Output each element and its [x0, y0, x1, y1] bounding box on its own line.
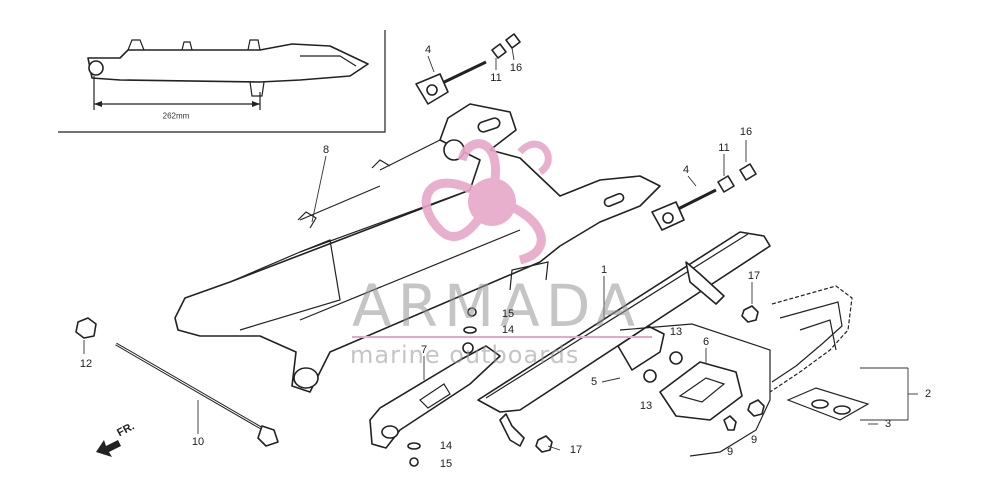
callout-3: 3 [884, 418, 892, 430]
front-arrow-icon [96, 440, 121, 457]
watermark-underline [352, 336, 652, 338]
master-link [786, 387, 870, 421]
small-hardware [407, 305, 765, 467]
callout-14-lower: 14 [439, 440, 453, 452]
bracket-5 [617, 325, 665, 371]
callout-10: 10 [191, 436, 205, 448]
callout-17-upper: 17 [747, 270, 761, 282]
callout-9-lower: 9 [726, 446, 734, 458]
bracket-frame-9 [619, 323, 771, 457]
adjuster-bolt-upper [415, 33, 521, 105]
chain-guide [659, 361, 743, 421]
callout-13-upper: 13 [669, 326, 683, 338]
inset-dimension-label: 262mm [162, 111, 190, 121]
pivot-bolt [115, 342, 279, 447]
callout-15-upper: 15 [501, 308, 515, 320]
callout-13-lower: 13 [639, 400, 653, 412]
watermark-brand: ARMADA [352, 272, 642, 340]
callout-8: 8 [322, 144, 330, 156]
callout-15-lower: 15 [439, 458, 453, 470]
callout-16-lower: 16 [739, 126, 753, 138]
callout-12: 12 [79, 358, 93, 370]
callout-9-upper: 9 [750, 434, 758, 446]
callout-11-upper: 11 [490, 72, 502, 84]
propeller-logo-icon [421, 139, 552, 265]
callout-5: 5 [590, 376, 598, 388]
callout-2: 2 [924, 388, 932, 400]
callout-11-lower: 11 [718, 142, 730, 154]
callout-4-upper: 4 [424, 44, 432, 56]
callout-1: 1 [600, 264, 608, 276]
callout-14-upper: 14 [501, 324, 515, 336]
chain-case [477, 231, 771, 447]
callout-16-upper: 16 [509, 62, 523, 74]
nut-12 [75, 317, 97, 339]
callout-17-lower: 17 [569, 444, 583, 456]
drive-chain [769, 285, 853, 393]
callout-7: 7 [420, 344, 428, 356]
chain-slider [369, 342, 501, 449]
watermark-tagline: marine outboards [350, 341, 580, 369]
inset-detail [58, 30, 386, 133]
adjuster-bolt-lower [651, 163, 757, 231]
callout-6: 6 [702, 336, 710, 348]
callout-4-lower: 4 [682, 164, 690, 176]
leader-lines [83, 47, 918, 451]
